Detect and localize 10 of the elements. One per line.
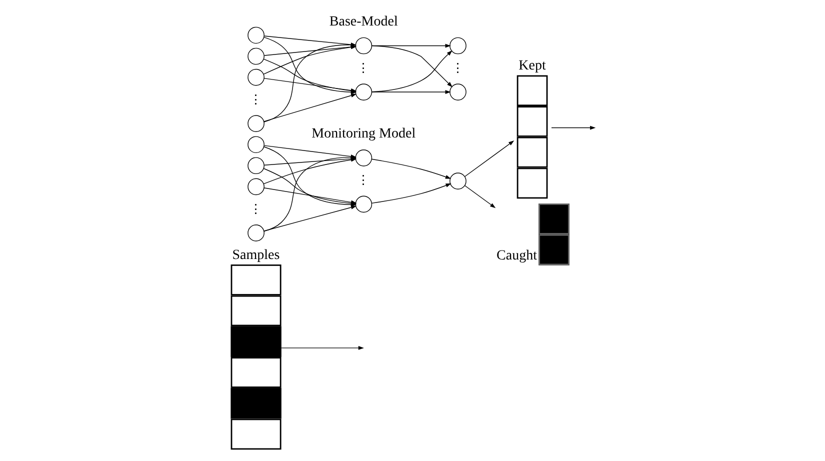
label: ⋮: [356, 173, 370, 188]
node-text: Kept: [518, 58, 546, 74]
label: ⋮: [450, 60, 464, 75]
node-label: Samples: [232, 248, 280, 263]
label: Monitoring Model: [311, 126, 416, 142]
node-label: Caught: [496, 248, 537, 264]
label: ⋮: [249, 202, 262, 216]
label: ⋮: [249, 92, 262, 107]
label: Base-Model: [328, 14, 398, 30]
label: ⋮: [356, 60, 370, 75]
